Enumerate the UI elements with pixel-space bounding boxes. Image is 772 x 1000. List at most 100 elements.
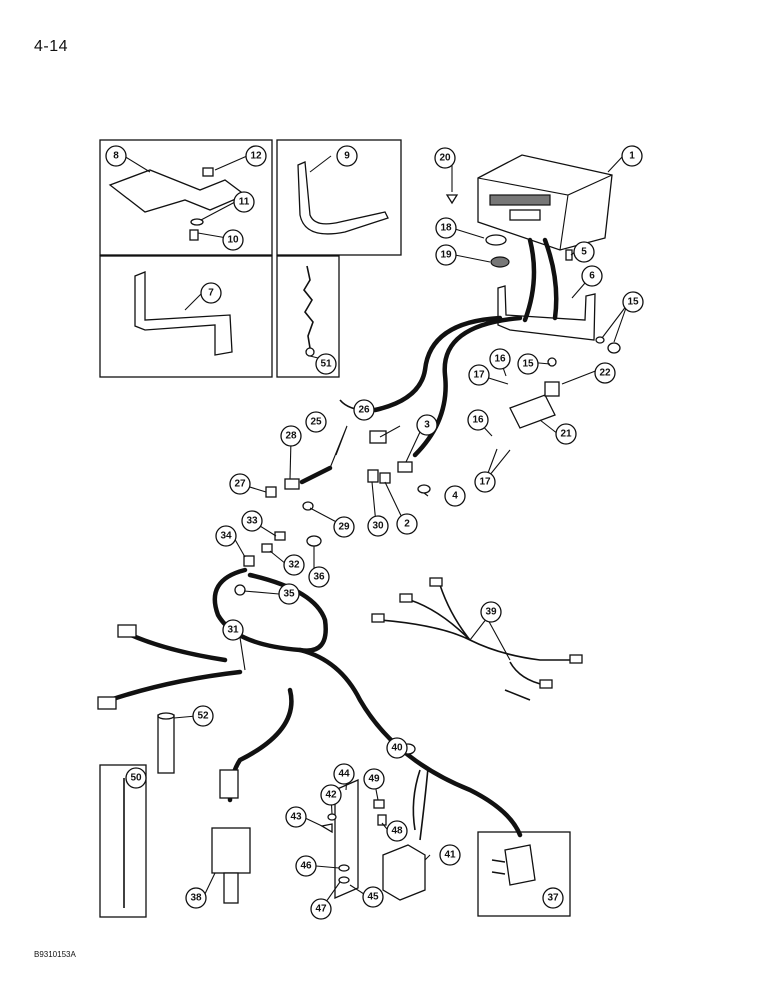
page-number: 4-14 [34,38,69,55]
inset-box-51 [276,255,340,378]
callout-49: 49 [363,768,385,790]
inset-box-7 [99,255,273,378]
callout-45: 45 [362,886,384,908]
callout-39: 39 [480,601,502,623]
svg-text:18: 18 [440,223,452,234]
callout-37: 37 [542,887,564,909]
callout-28: 28 [280,425,302,447]
callout-22: 22 [594,362,616,384]
svg-text:37: 37 [547,893,559,904]
callouts: 1 5 6 15 20 18 19 8 12 11 10 9 7 51 15 1… [105,145,644,920]
svg-text:19: 19 [440,250,452,261]
callout-52: 52 [192,705,214,727]
callout-50: 50 [125,767,147,789]
svg-text:52: 52 [197,711,209,722]
lamp-20-shape [445,194,459,205]
bracket-7-shape [134,271,233,356]
callout-16-b: 16 [467,409,489,431]
callout-15-b: 15 [517,353,539,375]
svg-text:44: 44 [338,769,350,780]
bolt-10-shape [189,229,199,241]
part-36-shape [306,535,322,547]
plug-31-a [117,624,137,638]
callout-51: 51 [315,353,337,375]
nut-30-shape [367,469,379,483]
inset-box-9 [276,139,402,256]
callout-43: 43 [285,806,307,828]
callout-26: 26 [353,399,375,421]
part-33-shape [274,531,286,541]
svg-text:34: 34 [220,531,232,542]
svg-text:40: 40 [391,743,403,754]
callout-7: 7 [200,282,222,304]
svg-text:15: 15 [522,359,534,370]
callout-6: 6 [581,265,603,287]
fuse-51-shape [303,265,314,349]
svg-text:16: 16 [494,354,506,365]
clamp-21-shape [509,394,556,429]
svg-text:26: 26 [358,405,370,416]
svg-text:38: 38 [190,893,202,904]
part-34-shape [243,555,255,567]
callout-3: 3 [416,414,438,436]
svg-text:5: 5 [581,247,587,258]
svg-text:49: 49 [368,774,380,785]
callout-19: 19 [435,244,457,266]
tube-52-shape [157,714,175,774]
svg-text:29: 29 [338,522,350,533]
monitor-display [489,194,551,206]
svg-text:17: 17 [479,477,491,488]
svg-text:30: 30 [372,521,384,532]
nut-2-shape [379,472,391,484]
hose-25-shape [299,465,333,485]
callout-36: 36 [308,566,330,588]
callout-47: 47 [310,898,332,920]
svg-text:25: 25 [310,417,322,428]
callout-34: 34 [215,525,237,547]
connector-28-shape [284,478,300,490]
callout-25: 25 [305,411,327,433]
svg-text:43: 43 [290,812,302,823]
callout-12: 12 [245,145,267,167]
eyelet-35-shape [234,584,246,596]
bracket-6-shape [497,285,596,341]
callout-11: 11 [233,191,255,213]
svg-text:21: 21 [560,429,572,440]
plug-5-shape [565,249,573,261]
inset-box-8-12 [99,139,273,256]
svg-text:12: 12 [250,151,262,162]
callout-5: 5 [573,241,595,263]
callout-21: 21 [555,423,577,445]
callout-1: 1 [621,145,643,167]
part-49-shape [373,799,385,809]
svg-text:31: 31 [227,625,239,636]
callout-40: 40 [386,737,408,759]
svg-text:33: 33 [246,516,258,527]
callout-4: 4 [444,485,466,507]
connector-37-shape [504,844,536,886]
svg-text:1: 1 [629,151,635,162]
callout-32: 32 [283,554,305,576]
part-42-shape [327,813,337,821]
nut-12-shape [202,167,214,177]
callout-9: 9 [336,145,358,167]
relay-41-shape [382,844,426,901]
part-46-shape [338,864,350,872]
callout-44: 44 [333,763,355,785]
connector-3-shape [397,461,413,473]
svg-text:10: 10 [227,235,239,246]
svg-text:47: 47 [315,904,327,915]
bracket-8-shape [108,169,247,213]
part-48-shape [377,814,387,826]
callout-17-b: 17 [474,471,496,493]
callout-35: 35 [278,583,300,605]
svg-text:17: 17 [473,370,485,381]
callout-31: 31 [222,619,244,641]
connector-27-shape [265,486,277,498]
callout-42: 42 [320,784,342,806]
callout-41: 41 [439,844,461,866]
callout-17-a: 17 [468,364,490,386]
svg-text:22: 22 [599,368,611,379]
callout-2: 2 [396,513,418,535]
svg-text:11: 11 [239,197,250,208]
